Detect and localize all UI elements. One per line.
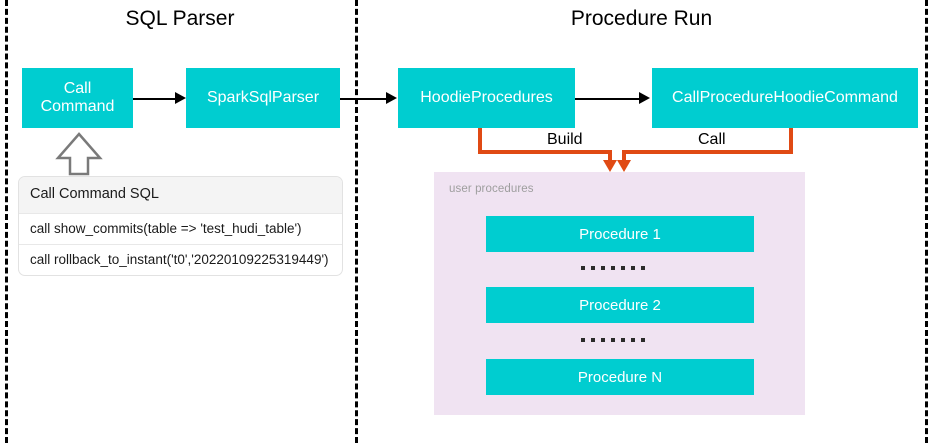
node-call-command[interactable]: Call Command (22, 68, 133, 128)
node-spark-sql-parser[interactable]: SparkSqlParser (186, 68, 340, 128)
node-hoodie-procedures[interactable]: HoodieProcedures (398, 68, 575, 128)
user-procedures-label: user procedures (449, 183, 534, 195)
node-call-command-line1: Call (63, 79, 92, 97)
connector-call-vertical-down (622, 150, 626, 164)
connector-build-horizontal (478, 150, 612, 154)
node-call-procedure-hoodie-command[interactable]: CallProcedureHoodieCommand (652, 68, 918, 128)
node-call-command-line2: Command (40, 98, 115, 115)
procedure-bar-n[interactable]: Procedure N (486, 359, 754, 395)
procedure-ellipsis-1 (581, 266, 645, 270)
procedure-bar-1[interactable]: Procedure 1 (486, 216, 754, 252)
sql-table-row[interactable]: call rollback_to_instant('t0','202201092… (30, 252, 329, 267)
arrow-parser-to-procedures-head (386, 92, 397, 104)
arrow-call-command-to-parser-head (175, 92, 186, 104)
connector-build-vertical-left (478, 128, 482, 154)
procedure-bar-2[interactable]: Procedure 2 (486, 287, 754, 323)
arrow-parser-to-procedures-line (340, 98, 390, 100)
section-title-sql-parser: SQL Parser (125, 7, 235, 30)
connector-label-call: Call (694, 131, 730, 149)
connector-build-arrowhead (603, 160, 617, 172)
divider-right (925, 0, 928, 443)
hollow-up-arrow-icon (55, 131, 103, 182)
connector-label-build: Build (543, 131, 587, 149)
section-title-procedure-run: Procedure Run (570, 7, 713, 30)
arrow-procedures-to-command-head (639, 92, 650, 104)
sql-table-row[interactable]: call show_commits(table => 'test_hudi_ta… (19, 214, 342, 245)
sql-table-header: Call Command SQL (19, 177, 342, 214)
connector-call-horizontal (622, 150, 793, 154)
connector-call-vertical-right (789, 128, 793, 154)
divider-left (5, 0, 8, 443)
procedure-ellipsis-2 (581, 338, 645, 342)
arrow-procedures-to-command-line (575, 98, 641, 100)
call-command-sql-table: Call Command SQL call show_commits(table… (18, 176, 343, 277)
arrow-call-command-to-parser-line (133, 98, 177, 100)
divider-middle (355, 0, 358, 443)
connector-call-arrowhead (617, 160, 631, 172)
connector-build-vertical-down (608, 150, 612, 164)
